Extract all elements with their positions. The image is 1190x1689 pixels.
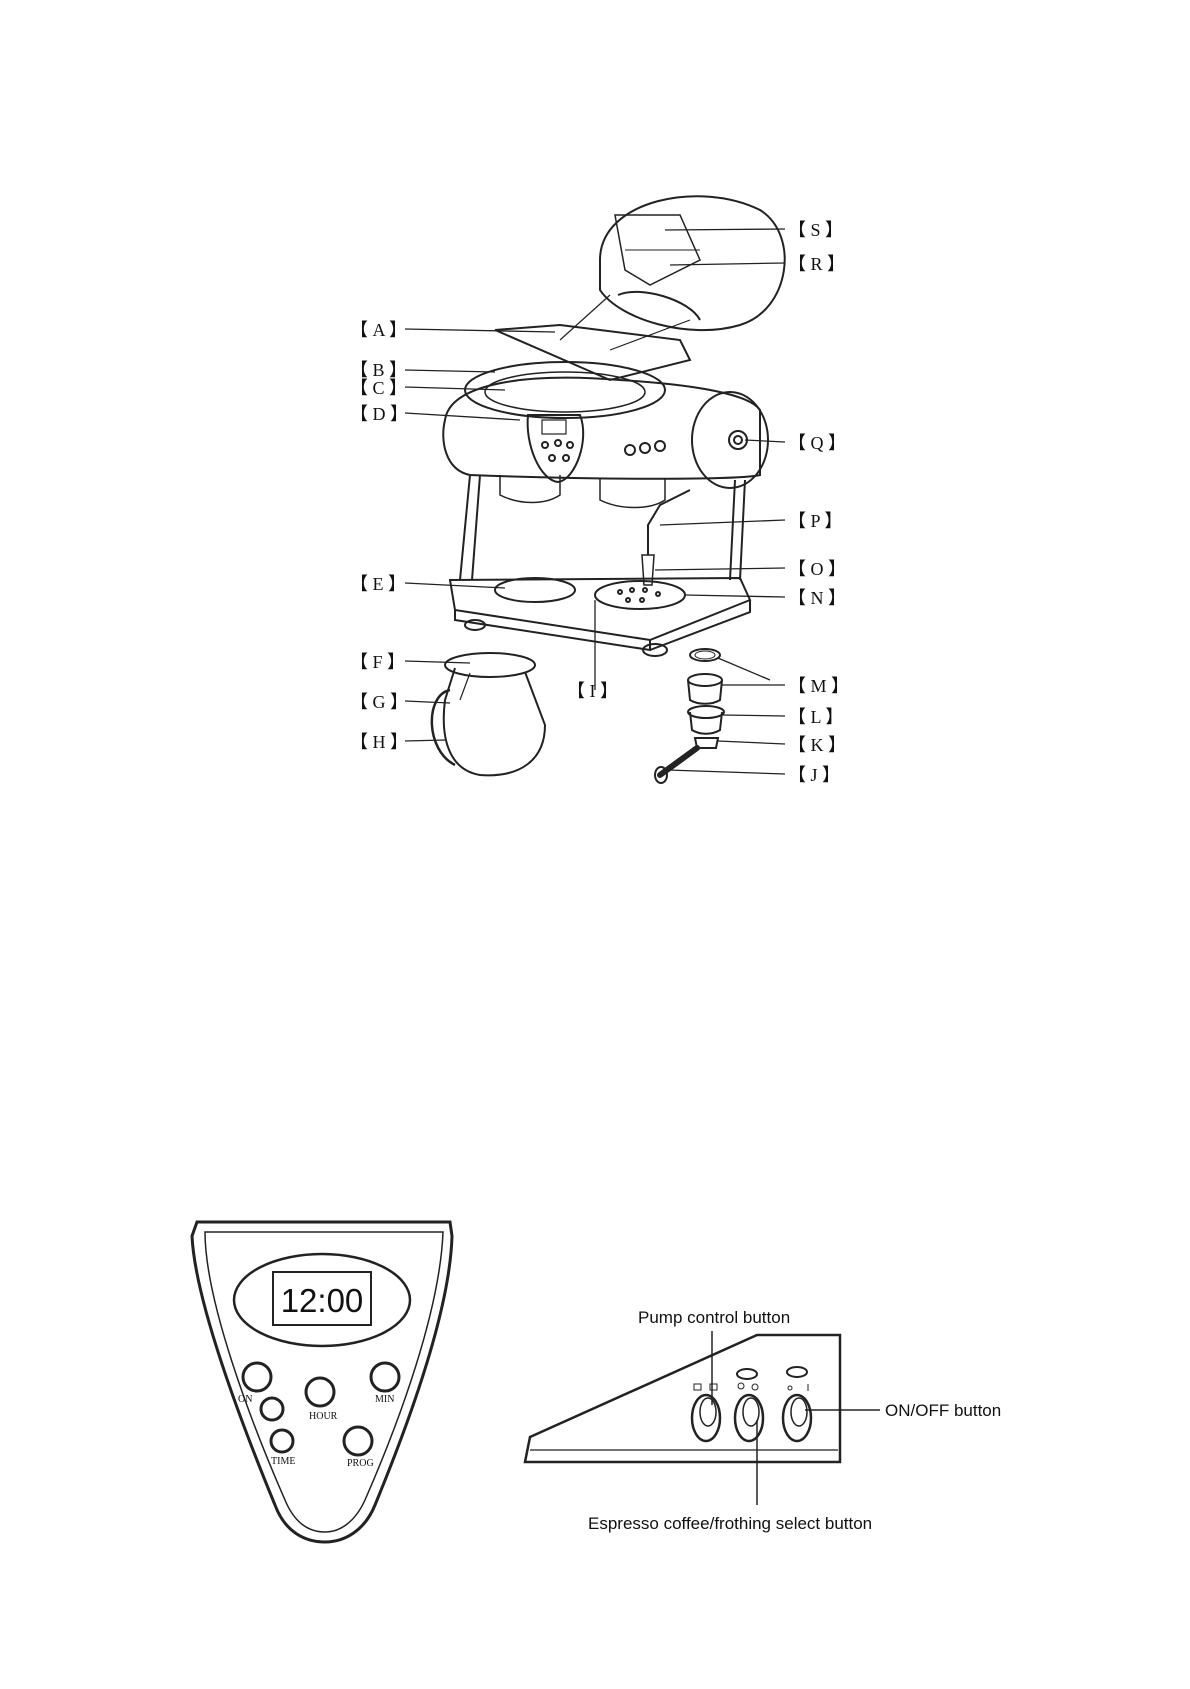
label-i: 【 I 】	[567, 681, 618, 701]
digital-control-panel	[192, 1222, 452, 1542]
label-l: 【 L 】	[788, 707, 843, 727]
espresso-select-label: Espresso coffee/frothing select button	[588, 1514, 872, 1533]
side-control-panel	[525, 1331, 880, 1505]
label-b: 【 B 】	[350, 360, 407, 380]
display-time: 12:00	[281, 1282, 364, 1319]
time-round-button[interactable]	[261, 1398, 283, 1420]
label-p: 【 P 】	[788, 511, 842, 531]
label-r: 【 R 】	[788, 254, 845, 274]
label-o: 【 O 】	[788, 559, 846, 579]
label-s: 【 S 】	[788, 220, 843, 240]
side-panel-labels: Pump control button ON/OFF button Espres…	[588, 1308, 1001, 1533]
hour-label: HOUR	[309, 1411, 338, 1422]
label-c: 【 C 】	[350, 378, 407, 398]
label-d: 【 D 】	[350, 404, 408, 424]
label-q: 【 Q 】	[788, 433, 846, 453]
time-label: TIME	[271, 1456, 295, 1467]
prog-button[interactable]	[344, 1427, 372, 1455]
label-a: 【 A 】	[350, 320, 407, 340]
label-h: 【 H 】	[350, 732, 408, 752]
hour-button[interactable]	[306, 1378, 334, 1406]
label-g: 【 G 】	[350, 692, 408, 712]
time-button[interactable]	[271, 1430, 293, 1452]
pump-control-label: Pump control button	[638, 1308, 790, 1327]
min-label: MIN	[375, 1394, 394, 1405]
on-button[interactable]	[243, 1363, 271, 1391]
label-e: 【 E 】	[350, 574, 406, 594]
label-k: 【 K 】	[788, 735, 846, 755]
label-j: 【 J 】	[788, 765, 840, 785]
min-button[interactable]	[371, 1363, 399, 1391]
on-off-label: ON/OFF button	[885, 1401, 1001, 1420]
label-m: 【 M 】	[788, 676, 849, 696]
label-n: 【 N 】	[788, 588, 846, 608]
prog-label: PROG	[347, 1458, 374, 1469]
label-f: 【 F 】	[350, 652, 405, 672]
on-label: ON	[238, 1394, 252, 1405]
